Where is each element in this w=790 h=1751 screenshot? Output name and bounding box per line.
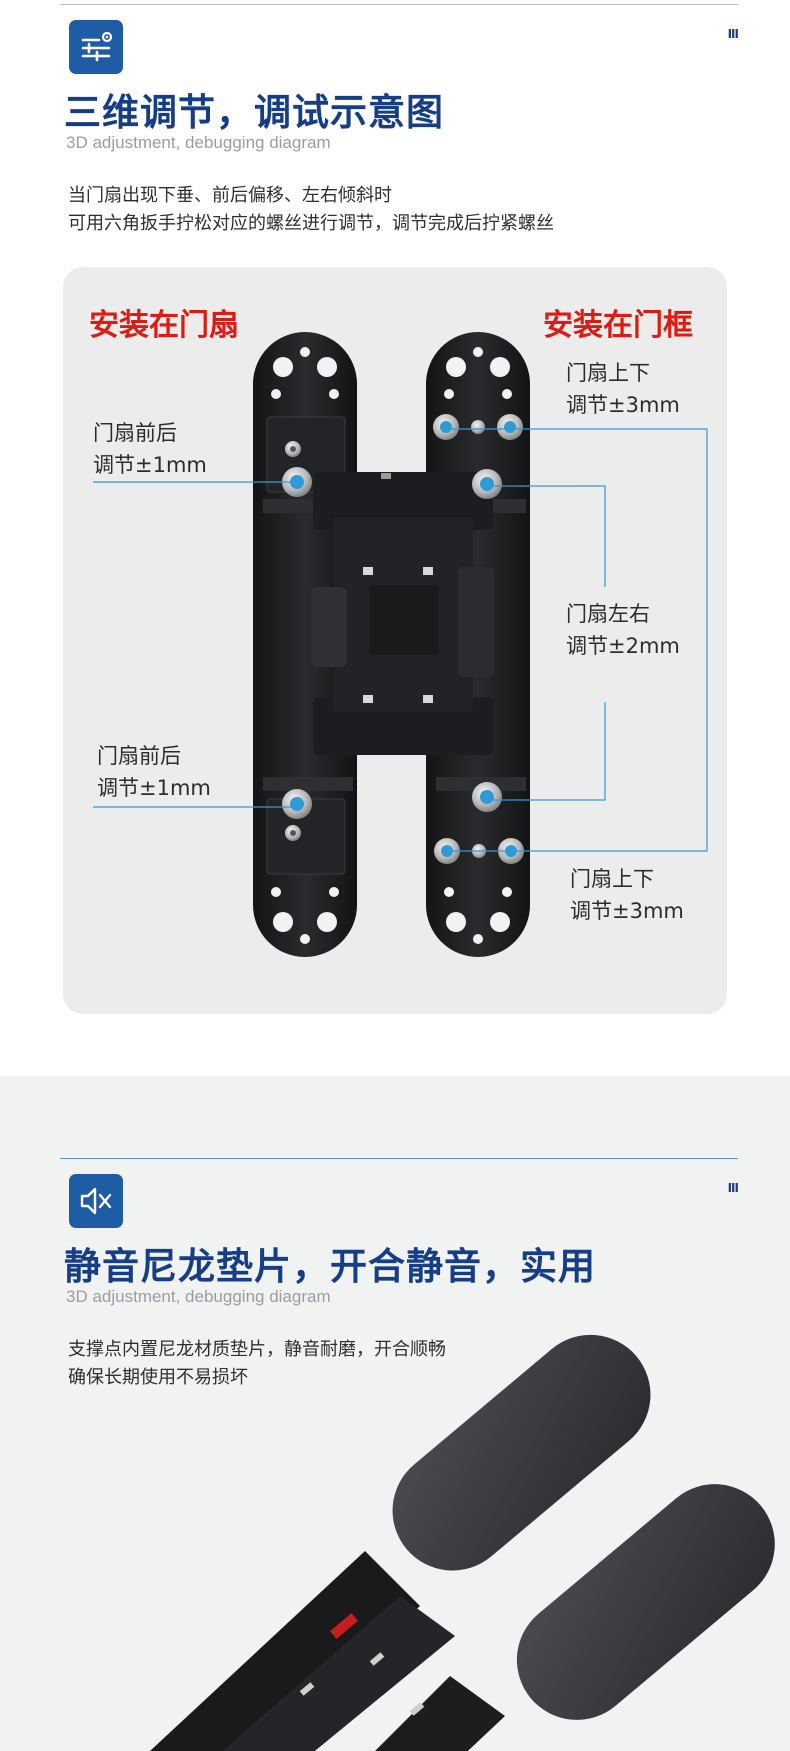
description-line: 可用六角扳手拧松对应的螺丝进行调节，调节完成后拧紧螺丝 xyxy=(68,213,554,234)
decorative-bars: III xyxy=(727,1181,739,1195)
hinge-center-arms xyxy=(311,472,494,755)
section-subtitle: 3D adjustment, debugging diagram xyxy=(66,1287,331,1306)
callout-left-top: 门扇前后 调节±1mm xyxy=(93,421,207,477)
adjust-screws xyxy=(282,414,524,864)
section-title: 静音尼龙垫片，开合静音，实用 xyxy=(64,1245,596,1288)
section-icon-badge xyxy=(69,1174,123,1228)
section-subtitle: 3D adjustment, debugging diagram xyxy=(66,133,331,152)
hinge-product-photo xyxy=(150,1334,775,1751)
section-silent-nylon: III 静音尼龙垫片，开合静音，实用 3D adjustment, debugg… xyxy=(0,1076,790,1751)
callout-right-top: 门扇上下 调节±3mm xyxy=(566,361,680,417)
label-door-frame: 安装在门框 xyxy=(543,308,693,343)
callout-leader-lines xyxy=(93,428,708,852)
section-3d-adjustment: III 三维调节，调试示意图 3D adjustment, debugging … xyxy=(60,4,740,1014)
description-line: 当门扇出现下垂、前后偏移、左右倾斜时 xyxy=(68,185,392,206)
section-description: 支撑点内置尼龙材质垫片，静音耐磨，开合顺畅 确保长期使用不易损坏 xyxy=(68,1336,446,1392)
section-divider xyxy=(60,4,738,5)
hinge-diagram xyxy=(93,332,708,957)
decorative-bars: III xyxy=(727,27,739,41)
section-title: 三维调节，调试示意图 xyxy=(64,91,444,134)
sliders-icon xyxy=(81,31,113,62)
callout-right-middle: 门扇左右 调节±2mm xyxy=(566,602,680,658)
label-door-leaf: 安装在门扇 xyxy=(89,308,239,343)
speaker-mute-icon xyxy=(80,1187,112,1215)
description-line: 支撑点内置尼龙材质垫片，静音耐磨，开合顺畅 xyxy=(68,1339,446,1360)
section-description: 当门扇出现下垂、前后偏移、左右倾斜时 可用六角扳手拧松对应的螺丝进行调节，调节完… xyxy=(68,182,554,238)
description-line: 确保长期使用不易损坏 xyxy=(68,1367,248,1388)
callout-right-bottom: 门扇上下 调节±3mm xyxy=(570,867,684,923)
section-icon-badge xyxy=(69,20,123,74)
callout-left-bottom: 门扇前后 调节±1mm xyxy=(97,744,211,800)
section-divider xyxy=(60,1158,738,1159)
